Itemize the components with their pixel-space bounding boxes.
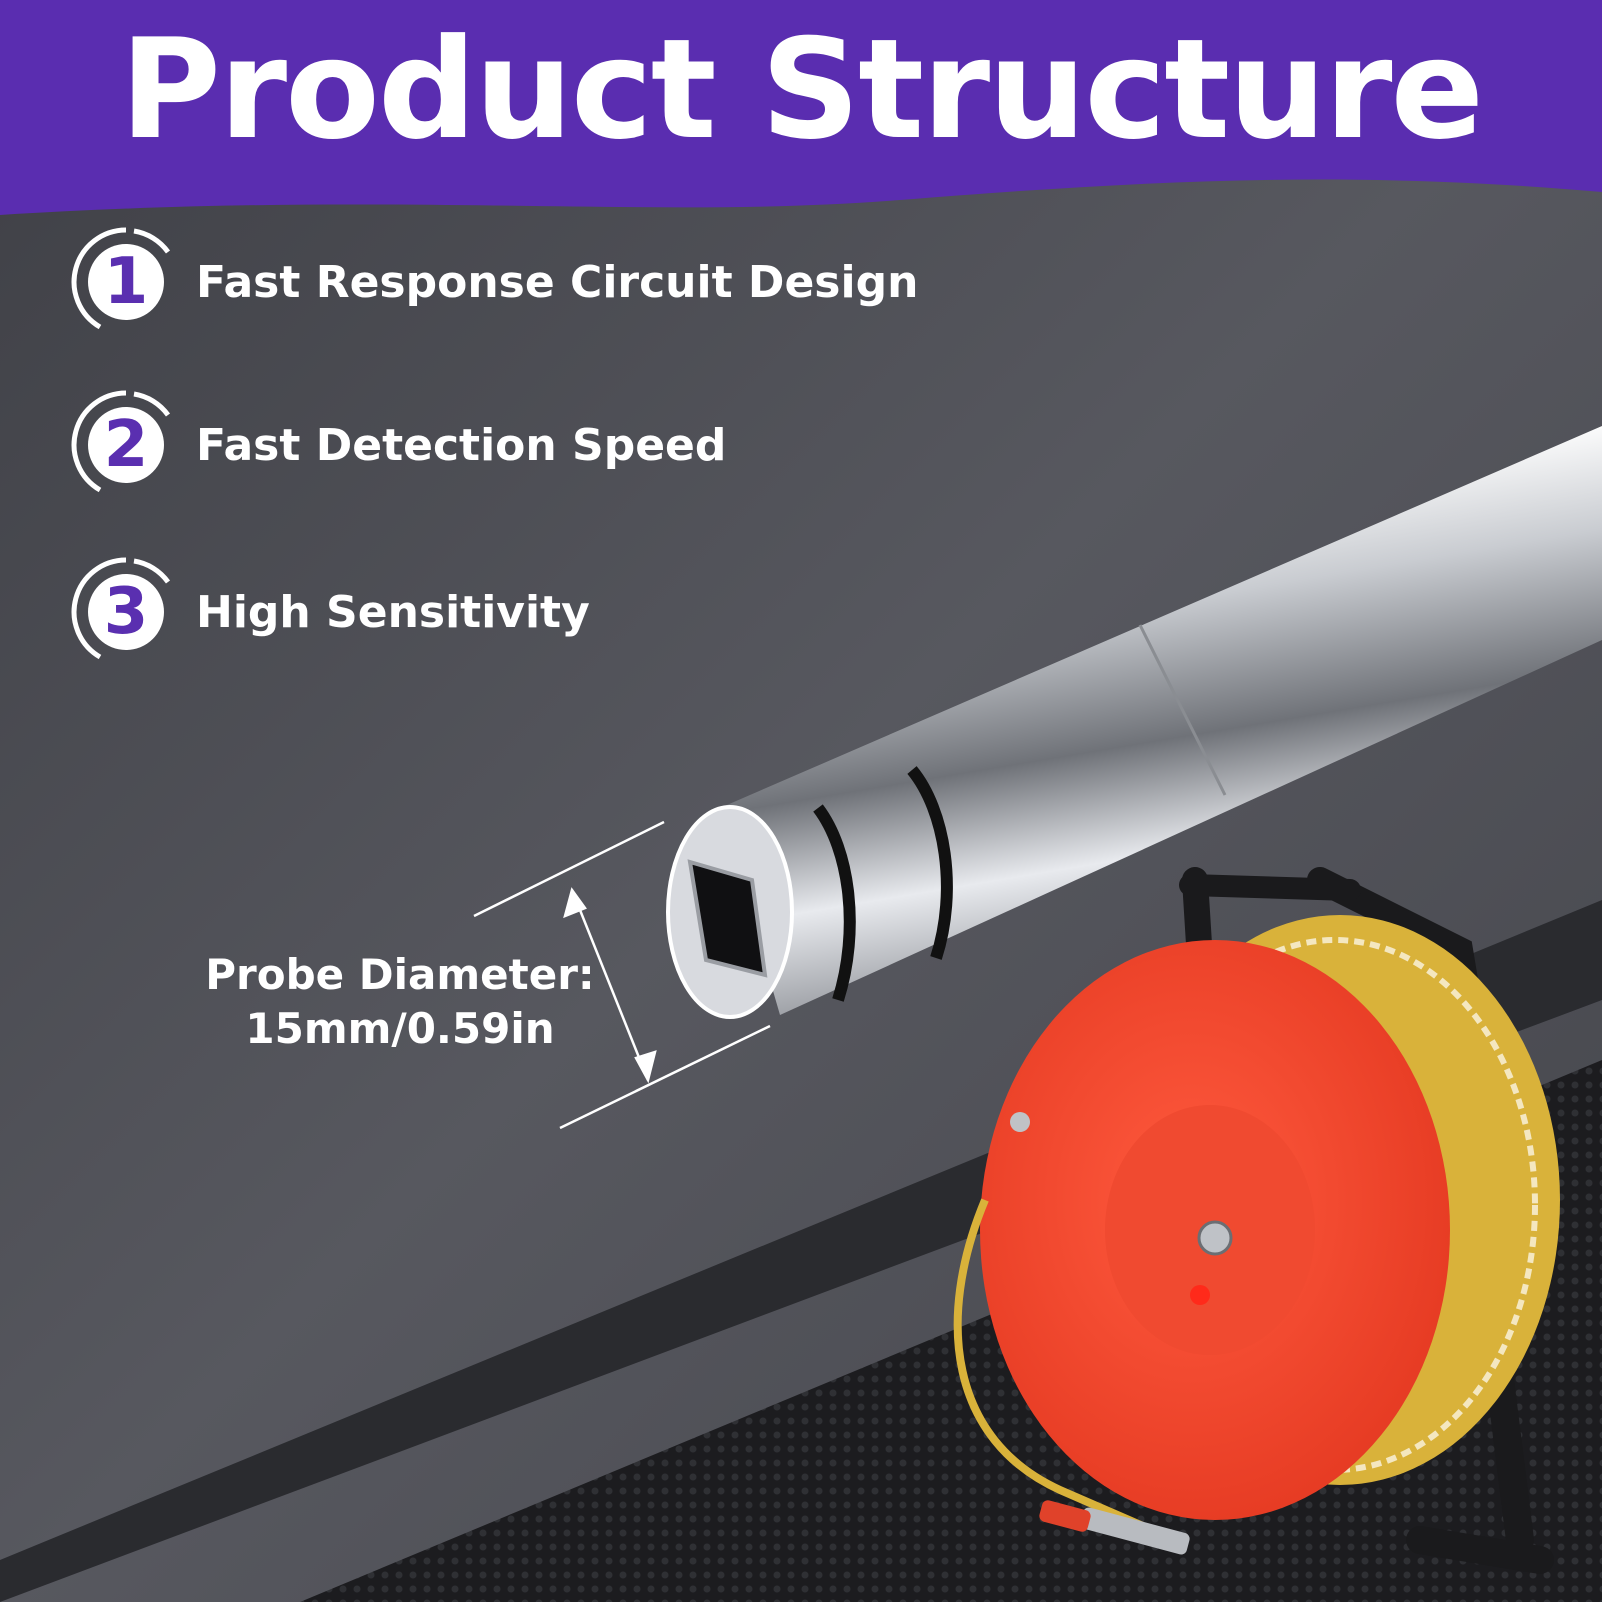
feature-item-3: 3 High Sensitivity — [70, 552, 590, 672]
number-badge-3: 3 — [70, 556, 182, 668]
number-badge-2: 2 — [70, 389, 182, 501]
title-banner — [0, 0, 1602, 215]
feature-item-2: 2 Fast Detection Speed — [70, 385, 726, 505]
page-title: Product Structure — [119, 9, 1484, 170]
cable-reel — [953, 867, 1560, 1574]
probe-tube — [666, 426, 1602, 1019]
feature-label: High Sensitivity — [196, 586, 590, 638]
feature-number: 2 — [103, 408, 149, 482]
feature-label: Fast Detection Speed — [196, 419, 727, 471]
diameter-dimension — [473, 820, 771, 1130]
probe-diameter-label: Probe Diameter: 15mm/0.59in — [200, 948, 600, 1056]
feature-item-1: 1 Fast Response Circuit Design — [70, 222, 918, 342]
number-badge-1: 1 — [70, 226, 182, 338]
feature-number: 3 — [103, 575, 149, 649]
diameter-caption: Probe Diameter: — [205, 950, 595, 999]
diameter-value: 15mm/0.59in — [245, 1004, 555, 1053]
feature-number: 1 — [103, 245, 149, 319]
feature-label: Fast Response Circuit Design — [196, 256, 919, 308]
